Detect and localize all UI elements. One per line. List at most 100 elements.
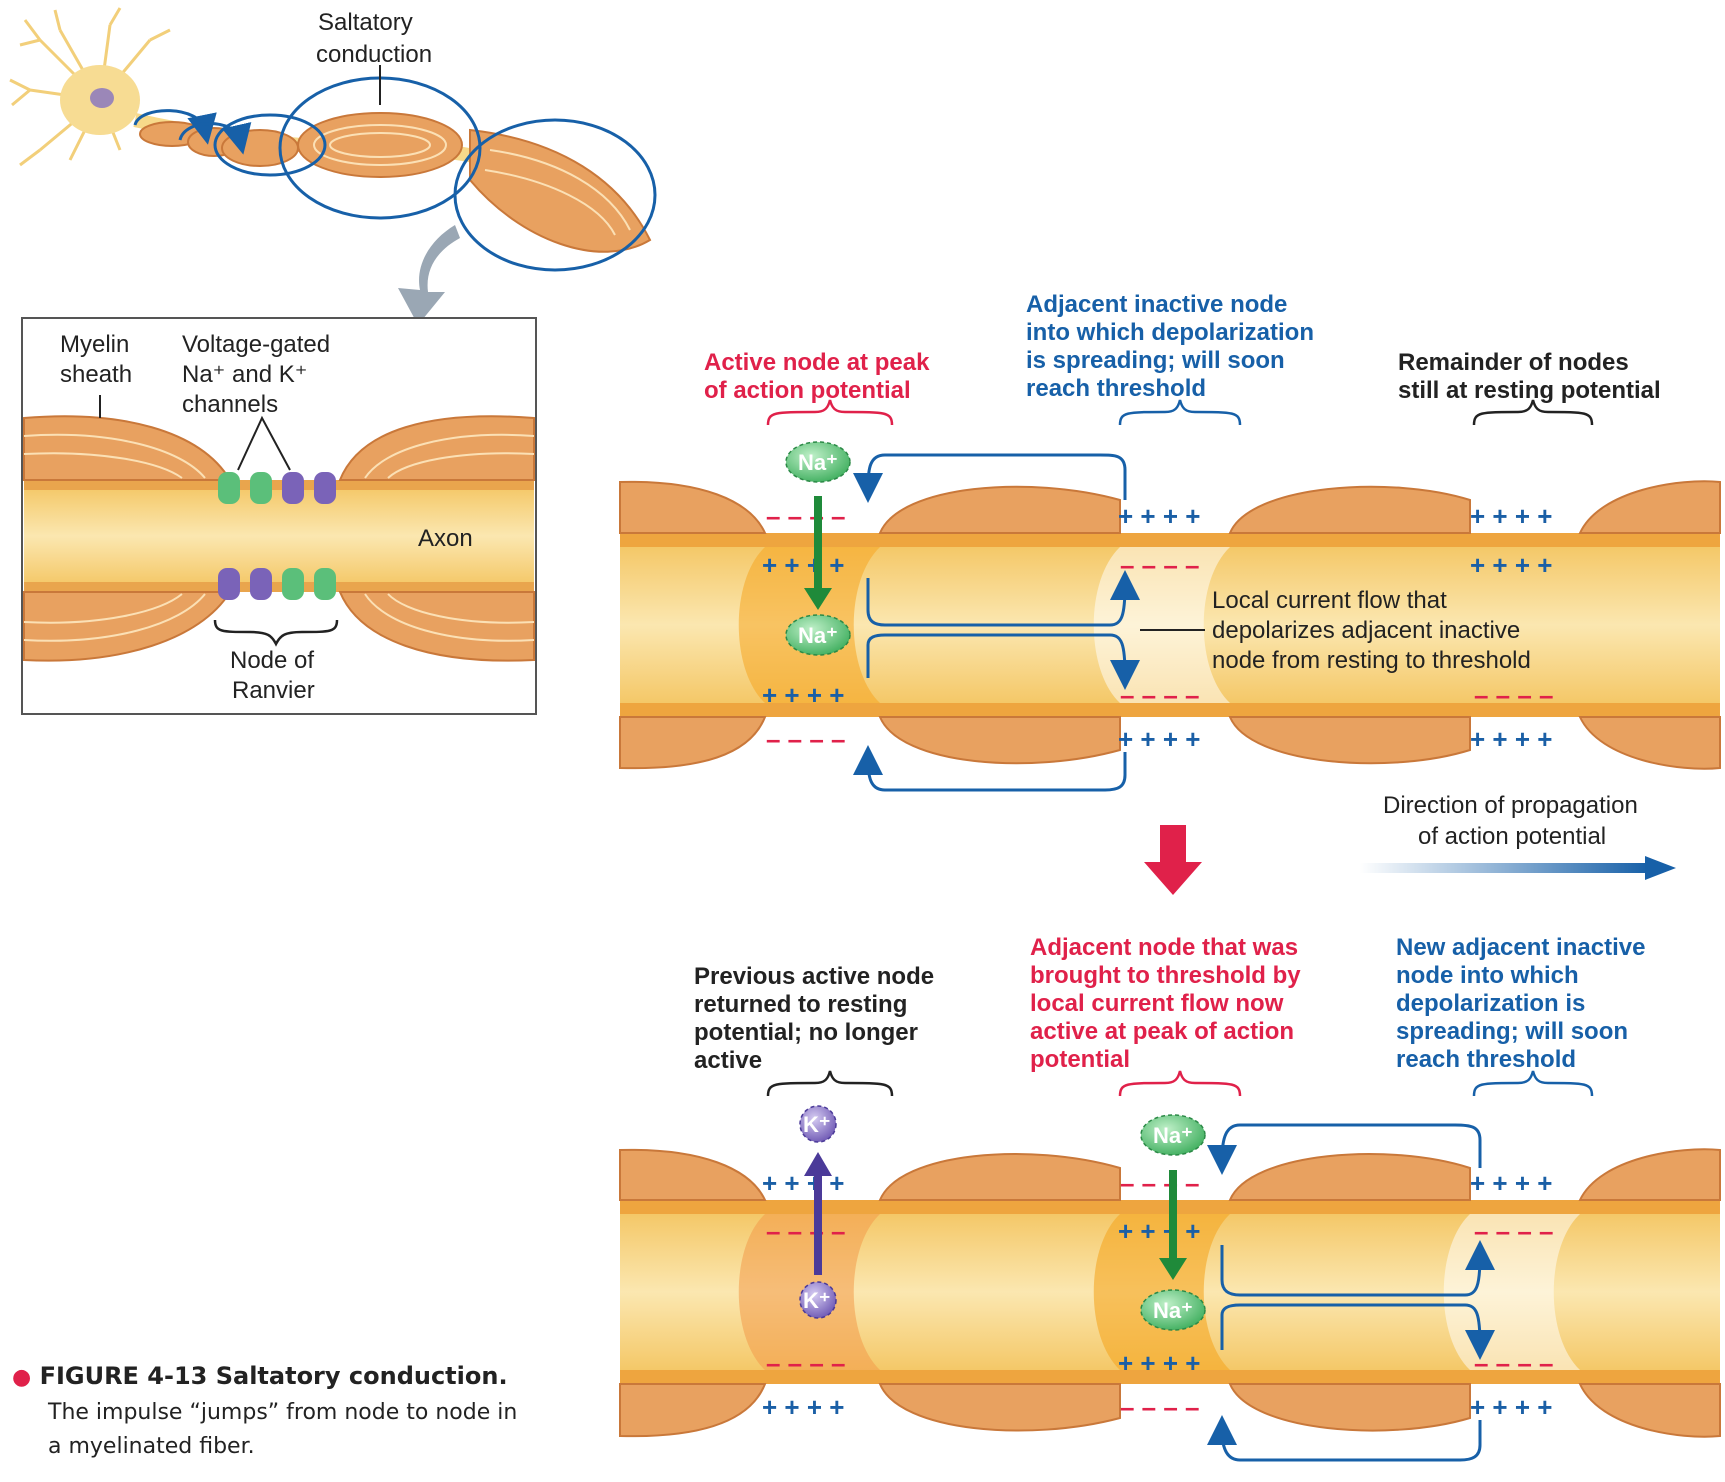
caption-body-line1: The impulse “jumps” from node to node in <box>48 1400 518 1425</box>
bottom-myelin <box>619 1148 1721 1438</box>
inset-node-brace <box>213 619 339 647</box>
top-na-ion-inside: Na⁺ <box>785 614 851 656</box>
top-node2-inner-minus: – – – – <box>1120 550 1200 580</box>
top-node2-outer-plus-bottom: + + + + <box>1118 724 1200 754</box>
inset-myelin-stripes <box>23 433 535 642</box>
bottom-node1-outer-plus: + + + + <box>762 1168 844 1198</box>
bottom-brought-line1: Adjacent node that was <box>1030 934 1298 961</box>
myelin-stripes <box>313 124 631 236</box>
caption-title-text: FIGURE 4-13 Saltatory conduction. <box>39 1362 508 1390</box>
bottom-new-line1: New adjacent inactive <box>1396 934 1645 961</box>
bottom-node3-outer-plus: + + + + <box>1470 1168 1552 1198</box>
bottom-new-brace <box>1472 1070 1594 1097</box>
top-remainder-line2: still at resting potential <box>1398 377 1661 404</box>
bottom-previous-line1: Previous active node <box>694 963 934 990</box>
bottom-k-label-outside: K⁺ <box>803 1112 831 1137</box>
top-adjacent-line1: Adjacent inactive node <box>1026 291 1287 318</box>
bottom-previous-line3: potential; no longer <box>694 1019 918 1046</box>
bottom-na-ion-inside: Na⁺ <box>1140 1289 1206 1331</box>
caption-body-line2: a myelinated fiber. <box>48 1434 255 1459</box>
inset-channels-line3: channels <box>182 391 278 418</box>
bottom-na-label-outside: Na⁺ <box>1153 1123 1193 1148</box>
top-local-line3: node from resting to threshold <box>1212 647 1531 674</box>
inset-myelin-top-right <box>338 415 535 481</box>
bottom-previous-brace <box>766 1070 894 1097</box>
top-remainder-line1: Remainder of nodes <box>1398 349 1629 376</box>
inset-axon-label: Axon <box>418 525 473 552</box>
bottom-new-line2: node into which <box>1396 962 1579 989</box>
bottom-brought-line4: active at peak of action <box>1030 1018 1294 1045</box>
bottom-new-line4: spreading; will soon <box>1396 1018 1628 1045</box>
bottom-node1-inner-minus: – – – – <box>766 1216 846 1246</box>
inset-node-line2: Ranvier <box>232 677 315 704</box>
bottom-node2-inner-plus-bottom: + + + + <box>1118 1348 1200 1378</box>
inset-channels-line1: Voltage-gated <box>182 331 330 358</box>
bottom-node3-outer-plus-bottom: + + + + <box>1470 1392 1552 1422</box>
inset-myelin-bottom-right <box>338 591 535 662</box>
bottom-k-ion-inside: K⁺ <box>799 1281 837 1319</box>
bottom-new-line3: depolarization is <box>1396 990 1585 1017</box>
caption-body: The impulse “jumps” from node to node in… <box>48 1396 572 1464</box>
top-node1-inner-plus-bottom: + + + + <box>762 680 844 710</box>
top-local-line1: Local current flow that <box>1212 587 1447 614</box>
caption-bullet-icon: ● <box>12 1365 32 1390</box>
top-node3-outer-plus-bottom: + + + + <box>1470 724 1552 754</box>
top-active-line2: of action potential <box>704 377 911 404</box>
top-node1-outer-minus: – – – – <box>766 501 846 531</box>
top-node2-outer-plus: + + + + <box>1118 501 1200 531</box>
inset-panel: Myelin sheath Voltage-gated Na⁺ and K⁺ c… <box>21 317 537 715</box>
bottom-brought-line5: potential <box>1030 1046 1130 1073</box>
top-node1-outer-minus-bottom: – – – – <box>766 724 846 754</box>
bottom-k-label-inside: K⁺ <box>803 1288 831 1313</box>
top-node3-inner-plus: + + + + <box>1470 550 1552 580</box>
neuron-title-line2: conduction <box>316 41 432 68</box>
inset-myelin-line2: sheath <box>60 361 132 388</box>
bottom-previous-line4: active <box>694 1047 762 1074</box>
bottom-node1-inner-minus-bottom: – – – – <box>766 1348 846 1378</box>
top-adjacent-line4: reach threshold <box>1026 375 1206 402</box>
direction-arrow-shaft <box>1360 863 1648 873</box>
top-node1-inner-plus: + + + + <box>762 550 844 580</box>
inset-myelin-bottom-left <box>23 591 232 662</box>
bottom-na-label-inside: Na⁺ <box>1153 1298 1193 1323</box>
bottom-k-ion-outside: K⁺ <box>799 1105 837 1143</box>
bottom-node1-outer-plus-bottom: + + + + <box>762 1392 844 1422</box>
inset-membrane-bottom <box>24 582 534 592</box>
bottom-brought-line2: brought to threshold by <box>1030 962 1301 989</box>
bottom-brought-line3: local current flow now <box>1030 990 1284 1017</box>
inset-node-line1: Node of <box>230 647 314 674</box>
top-node2-inner-minus-bottom: – – – – <box>1120 680 1200 710</box>
zoom-arrow <box>398 225 460 325</box>
inset-membrane-top <box>24 480 534 490</box>
top-na-ion-outside: Na⁺ <box>785 441 851 483</box>
top-remainder-brace <box>1472 399 1594 426</box>
top-local-current-loops <box>853 453 1140 792</box>
bottom-new-line5: reach threshold <box>1396 1046 1576 1073</box>
bottom-node2-inner-plus: + + + + <box>1118 1216 1200 1246</box>
neuron-illustration: Saltatory conduction <box>9 7 657 325</box>
figure-caption: ● FIGURE 4-13 Saltatory conduction. The … <box>12 1362 572 1464</box>
top-active-line1: Active node at peak <box>704 349 930 376</box>
top-adjacent-brace <box>1118 399 1242 426</box>
caption-title: ● FIGURE 4-13 Saltatory conduction. <box>12 1362 572 1390</box>
inset-myelin-line1: Myelin <box>60 331 129 358</box>
bottom-previous-line2: returned to resting <box>694 991 907 1018</box>
inset-channels-bottom <box>218 568 336 600</box>
top-local-line2: depolarizes adjacent inactive <box>1212 617 1520 644</box>
bottom-node2-outer-minus-bottom: – – – – <box>1120 1392 1200 1422</box>
direction-arrow-head <box>1645 856 1676 880</box>
top-node3-outer-plus: + + + + <box>1470 501 1552 531</box>
top-adjacent-line2: into which depolarization <box>1026 319 1314 346</box>
top-na-label-outside: Na⁺ <box>798 450 838 475</box>
bottom-na-ion-outside: Na⁺ <box>1140 1114 1206 1156</box>
nucleus <box>90 88 114 108</box>
step-arrow-down <box>1144 825 1202 895</box>
top-myelin <box>619 480 1721 770</box>
inset-channels-top <box>218 472 336 504</box>
neuron-title-line1: Saltatory <box>318 9 413 36</box>
inset-axon <box>24 486 534 586</box>
top-active-brace <box>766 399 894 426</box>
direction-line2: of action potential <box>1418 823 1606 850</box>
inset-channels-line2: Na⁺ and K⁺ <box>182 361 307 388</box>
